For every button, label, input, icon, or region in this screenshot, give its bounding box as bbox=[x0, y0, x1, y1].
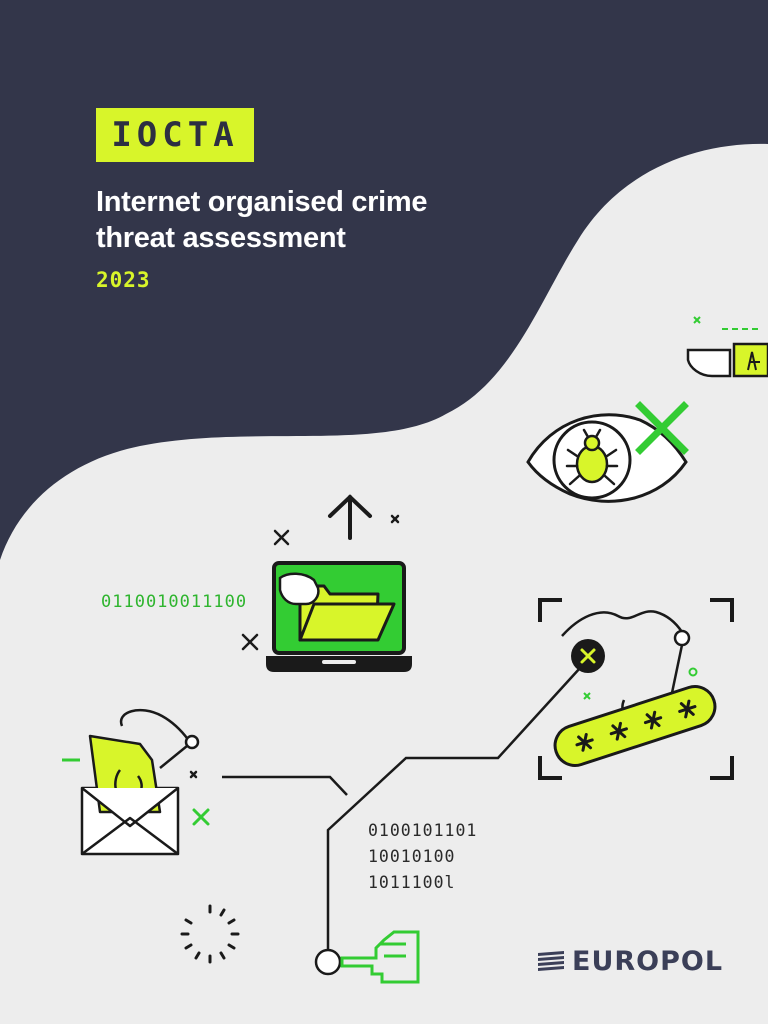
upload-arrow-icon bbox=[328, 494, 372, 540]
report-title-line-1: Internet organised crime bbox=[96, 186, 428, 218]
hand-icon bbox=[278, 572, 320, 606]
binary-line: 10010100 bbox=[368, 847, 456, 866]
wrist-tag-icon bbox=[686, 342, 768, 378]
circuit-node-x-icon bbox=[571, 639, 605, 673]
phishing-envelope-icon bbox=[80, 708, 191, 856]
circuit-end-node bbox=[314, 948, 342, 976]
report-acronym-badge: IOCTA bbox=[96, 108, 254, 162]
password-field-icon bbox=[553, 685, 717, 767]
green-dot bbox=[688, 667, 698, 677]
report-year: 2023 bbox=[96, 268, 151, 292]
binary-line: 0100101101 bbox=[368, 821, 478, 840]
cross-marks bbox=[189, 514, 400, 779]
europol-wordmark: EUROPOL bbox=[572, 946, 724, 977]
circuit-line bbox=[222, 667, 581, 950]
fish-hook-icon bbox=[159, 734, 200, 769]
close-x-icon bbox=[635, 401, 689, 455]
binary-code-green: 0110010011100 bbox=[101, 592, 248, 612]
loading-spinner-icon bbox=[180, 904, 240, 964]
decor-dashes bbox=[693, 316, 758, 330]
eye-bug-icon bbox=[526, 413, 688, 503]
europol-emblem-icon bbox=[538, 951, 564, 971]
binary-code-block: 0100101101 10010100 1011100l bbox=[368, 818, 477, 896]
report-title: Internet organised crime threat assessme… bbox=[96, 184, 516, 256]
scan-frame-icon bbox=[538, 598, 734, 780]
green-cross-mark bbox=[192, 808, 210, 826]
report-title-line-2: threat assessment bbox=[96, 222, 346, 254]
pixel-hand-pointer-icon bbox=[340, 930, 420, 984]
europol-logo: EUROPOL bbox=[536, 947, 741, 977]
binary-line: 1011100l bbox=[368, 873, 456, 892]
small-green-cross bbox=[583, 692, 591, 700]
